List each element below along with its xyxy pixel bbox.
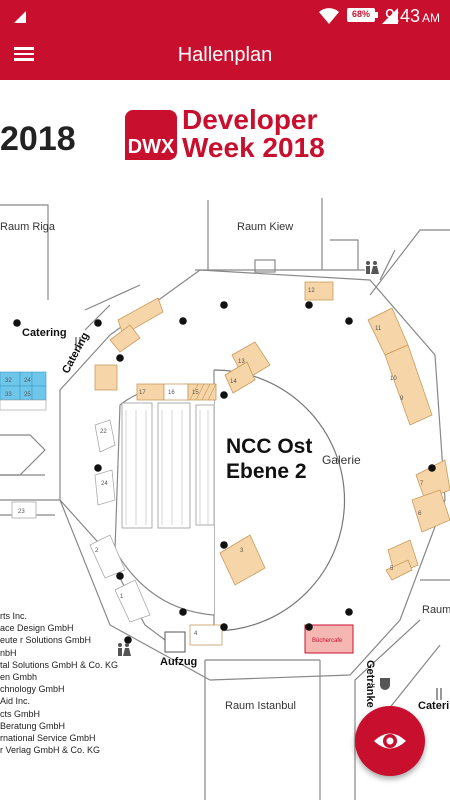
room-kiew[interactable]: Raum Kiew — [237, 221, 294, 233]
svg-text:15: 15 — [192, 390, 199, 396]
logo-title: Developer Week 2018 — [182, 106, 325, 162]
logo-title-line1: Developer — [182, 104, 318, 135]
app-bar: Hallenplan — [0, 32, 450, 80]
svg-text:9: 9 — [400, 396, 404, 402]
page-title: Hallenplan — [177, 44, 273, 66]
hall-map[interactable]: 12 17 16 15 13 14 11 10 9 7 6 5 3 4 22 24 23 2 1 32… — [0, 80, 450, 800]
svg-text:24: 24 — [101, 481, 108, 487]
list-item[interactable]: Beratung GmbH — [0, 720, 66, 731]
svg-text:12: 12 — [308, 288, 315, 294]
gallery-label: Galerie — [322, 453, 361, 467]
room-istanbul[interactable]: Raum Istanbul — [225, 700, 296, 712]
list-item[interactable]: rts Inc. — [0, 611, 28, 621]
svg-text:17: 17 — [139, 390, 146, 396]
hall-name-line2: Ebene 2 — [226, 460, 307, 483]
svg-text:7: 7 — [420, 481, 424, 487]
view-toggle-button[interactable] — [355, 706, 425, 776]
svg-text:32: 32 — [5, 378, 12, 384]
list-item[interactable]: cts GmbH — [0, 708, 41, 719]
svg-text:Büchercafe: Büchercafe — [312, 638, 343, 644]
room-riga[interactable]: Raum Riga — [0, 221, 56, 233]
svg-text:5: 5 — [390, 566, 394, 572]
list-item[interactable]: tal Solutions GmbH & Co. KG — [0, 659, 119, 670]
exhibitor-list: rts Inc. ace Design GmbH eute r Solution… — [0, 610, 118, 756]
drinks-label: Getränke — [364, 660, 376, 708]
svg-text:22: 22 — [100, 429, 107, 435]
svg-text:6: 6 — [418, 511, 422, 517]
svg-text:33: 33 — [5, 392, 12, 398]
dwx-logo: DWX — [125, 110, 177, 160]
hall-name: NCC Ost Ebene 2 — [226, 434, 312, 484]
wifi-icon — [319, 8, 339, 24]
list-item[interactable]: en Gmbh — [0, 672, 38, 683]
list-item[interactable]: ace Design GmbH — [0, 623, 74, 634]
svg-text:1: 1 — [120, 594, 124, 600]
svg-text:25: 25 — [24, 392, 31, 398]
menu-icon[interactable] — [12, 44, 36, 68]
list-item[interactable]: eute r Solutions GmbH — [0, 635, 92, 646]
eye-icon — [374, 733, 406, 749]
logo-title-line2: Week 2018 — [182, 132, 325, 163]
catering-right-label: Cateri — [418, 700, 450, 712]
cell-signal-icon — [382, 8, 398, 24]
signal-icon — [14, 11, 26, 23]
event-year: 2018 — [0, 120, 76, 158]
room-right[interactable]: Raum — [422, 604, 450, 616]
catering-left-label: Catering — [22, 327, 67, 339]
clock-ampm: AM — [422, 11, 440, 25]
list-item[interactable]: Aid Inc. — [0, 696, 31, 707]
svg-text:10: 10 — [390, 376, 397, 382]
svg-text:24: 24 — [24, 378, 31, 384]
svg-text:16: 16 — [168, 390, 175, 396]
svg-text:4: 4 — [194, 631, 198, 637]
svg-text:3: 3 — [240, 548, 244, 554]
battery-icon: 68% — [347, 8, 378, 22]
elevator-label: Aufzug — [160, 656, 198, 668]
svg-text:14: 14 — [230, 379, 237, 385]
svg-text:13: 13 — [238, 359, 245, 365]
svg-text:23: 23 — [18, 509, 25, 515]
svg-text:11: 11 — [375, 326, 382, 332]
list-item[interactable]: nbH — [0, 647, 17, 658]
hall-name-line1: NCC Ost — [226, 435, 313, 458]
list-item[interactable]: rnational Service GmbH — [0, 733, 96, 744]
svg-text:2: 2 — [95, 548, 99, 554]
clock-time: 9:43 — [384, 6, 420, 26]
list-item[interactable]: r Verlag GmbH & Co. KG — [0, 745, 101, 756]
floor-plan: 12 17 16 15 13 14 11 10 9 7 6 5 3 4 22 24 23 2 1 32… — [0, 198, 450, 800]
list-item[interactable]: chnology GmbH — [0, 684, 65, 695]
